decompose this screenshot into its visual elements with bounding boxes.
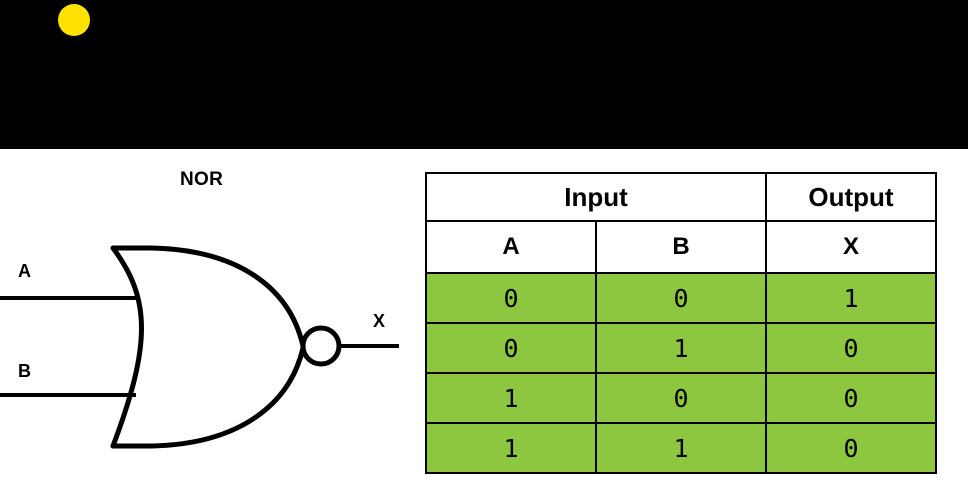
table-row: 1 0 0 <box>425 372 937 424</box>
column-header-x: X <box>765 220 937 274</box>
cell-a: 1 <box>425 422 597 474</box>
nor-gate-figure: NOR A B X <box>0 149 420 487</box>
cell-b: 1 <box>595 322 767 374</box>
cell-b: 0 <box>595 372 767 424</box>
output-label-x: X <box>373 311 386 331</box>
truth-table: Input Output A B X 0 0 1 0 1 0 <box>425 172 937 474</box>
gate-upper-curve <box>110 245 306 349</box>
cell-a: 0 <box>425 322 597 374</box>
input-label-b: B <box>18 361 31 381</box>
gate-back-arc <box>110 245 144 449</box>
column-header-a: A <box>425 220 597 274</box>
cell-x: 1 <box>765 272 937 324</box>
table-row: 1 1 0 <box>425 422 937 474</box>
table-row: 0 0 1 <box>425 272 937 324</box>
input-label-a: A <box>18 261 31 281</box>
cell-x: 0 <box>765 372 937 424</box>
top-banner <box>0 0 968 149</box>
cell-x: 0 <box>765 422 937 474</box>
inversion-bubble <box>300 325 342 367</box>
gate-title: NOR <box>180 169 224 190</box>
nor-gate-symbol <box>0 245 399 449</box>
group-header-output: Output <box>765 172 937 222</box>
cell-b: 0 <box>595 272 767 324</box>
table-group-header-row: Input Output <box>425 172 937 222</box>
cell-a: 1 <box>425 372 597 424</box>
gate-lower-curve <box>110 345 306 449</box>
table-row: 0 1 0 <box>425 322 937 374</box>
table-column-header-row: A B X <box>425 220 937 274</box>
truth-table-container: Input Output A B X 0 0 1 0 1 0 <box>425 172 937 474</box>
group-header-input: Input <box>425 172 767 222</box>
column-header-b: B <box>595 220 767 274</box>
cell-b: 1 <box>595 422 767 474</box>
cell-a: 0 <box>425 272 597 324</box>
cell-x: 0 <box>765 322 937 374</box>
yellow-dot-icon <box>58 4 90 36</box>
